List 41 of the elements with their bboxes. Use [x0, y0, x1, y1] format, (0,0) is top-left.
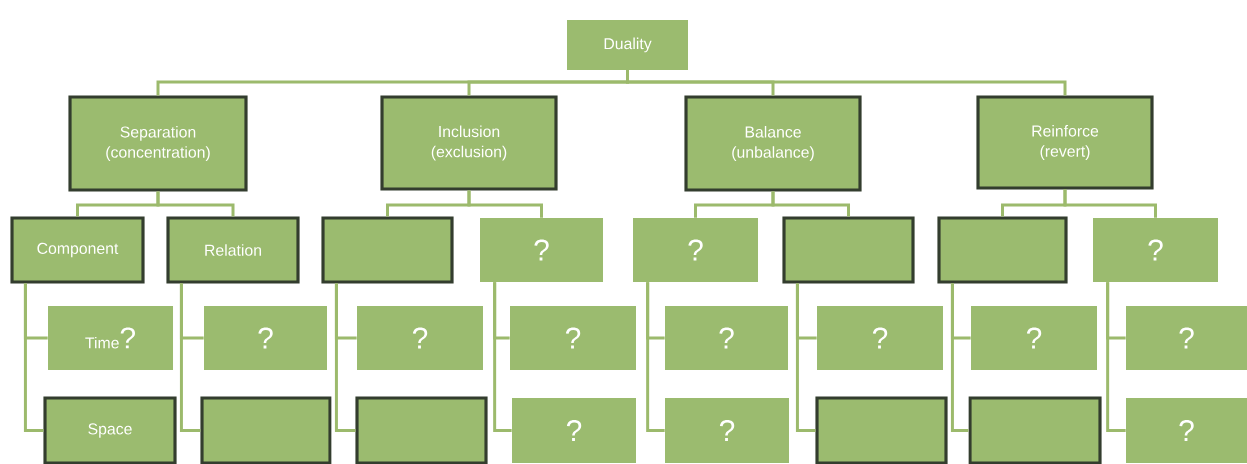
box: ? — [512, 398, 636, 463]
connector-line — [795, 283, 816, 432]
box: ? — [971, 306, 1097, 370]
connector-line — [646, 282, 665, 432]
empty-box — [937, 216, 1068, 284]
connector-line — [467, 190, 543, 218]
box: Balance (unbalance) — [684, 95, 862, 192]
empty-box — [200, 396, 332, 464]
connector-line — [1106, 282, 1126, 432]
box: ? — [665, 398, 789, 463]
box: Reinforce (revert) — [976, 95, 1154, 190]
box: Separation (concentration) — [68, 95, 248, 192]
connector-line — [179, 283, 201, 432]
box: ? — [357, 306, 483, 370]
empty-box — [321, 216, 454, 284]
empty-box — [782, 216, 915, 284]
empty-box — [355, 396, 488, 464]
box: ? — [480, 218, 603, 282]
box: ? — [1126, 398, 1247, 463]
box: ? — [1093, 218, 1218, 282]
connector-line — [23, 283, 44, 432]
box: Component — [10, 216, 145, 284]
box: ? — [817, 306, 943, 370]
connector-line — [950, 283, 969, 432]
connector-line — [771, 191, 850, 217]
connector-line — [1063, 189, 1157, 218]
box: Inclusion (exclusion) — [380, 95, 558, 191]
connector-line — [156, 191, 235, 217]
box: Duality — [567, 20, 688, 70]
box: ? — [510, 306, 636, 370]
connector-line — [334, 283, 356, 432]
connector-line — [493, 282, 512, 432]
box: Space — [43, 396, 177, 464]
empty-box — [815, 396, 948, 464]
connector-line — [626, 70, 1067, 96]
box: ? — [1126, 306, 1247, 370]
box: Relation — [166, 216, 300, 284]
box: ? — [204, 306, 327, 370]
empty-box — [968, 396, 1102, 464]
box: ? — [665, 306, 788, 370]
box: ? — [633, 218, 758, 282]
